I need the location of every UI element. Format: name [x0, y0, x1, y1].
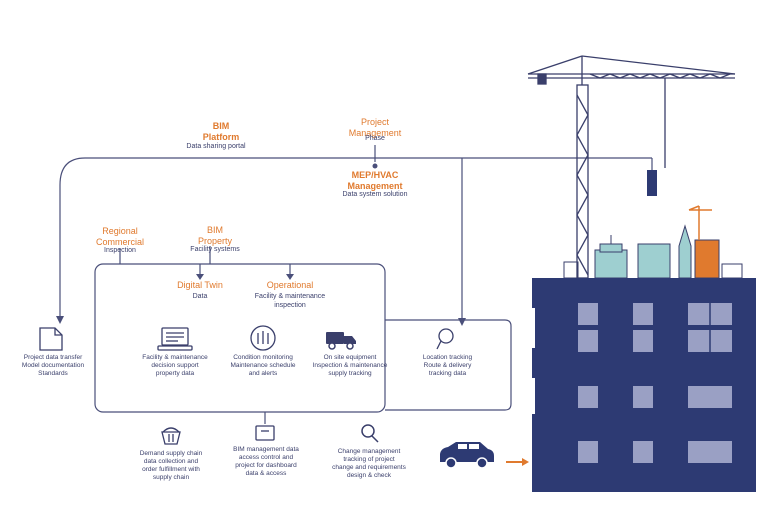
- computer-icon: [157, 327, 193, 351]
- mep-management-title-line1: MEP/HVAC: [351, 170, 399, 180]
- gauge-caption-line: Condition monitoring: [233, 354, 293, 361]
- magnifier-caption-line: tracking of project: [343, 456, 395, 463]
- screen-caption-line: project for dashboard: [235, 462, 297, 469]
- arrow-down-icon: [286, 274, 294, 280]
- pin-caption-line: Location tracking: [422, 354, 473, 361]
- gauge-caption-line: Maintenance schedule: [230, 362, 296, 369]
- city-skyline: [563, 205, 743, 279]
- magnifier-caption-line: design & check: [346, 472, 392, 479]
- crane-hook-block: [647, 170, 657, 196]
- bim-property-title-line1: BIM: [206, 225, 223, 235]
- computer-caption: Facility & maintenance decision support …: [130, 354, 220, 378]
- truck-caption-line: On site equipment: [323, 354, 377, 361]
- gauge-caption-line: and alerts: [248, 370, 278, 377]
- top-connector-line: [59, 157, 652, 318]
- operational-subtitle-line1: Facility & maintenance: [254, 293, 326, 300]
- screen-caption-line: data & access: [245, 470, 287, 477]
- project-management-title-line2: Management: [348, 128, 402, 138]
- screen-caption-line: BIM management data: [233, 446, 299, 453]
- junction-dot: [372, 163, 378, 169]
- project-management-title-line1: Project: [360, 117, 389, 127]
- gauge-caption: Condition monitoring Maintenance schedul…: [218, 354, 308, 378]
- building: [532, 278, 756, 492]
- mep-management-title-line2: Management: [347, 181, 403, 191]
- bim-platform-title: BIM Platform: [176, 121, 266, 143]
- computer-caption-line: Facility & maintenance: [142, 354, 208, 361]
- document-icon: [39, 327, 63, 351]
- bim-platform-subtitle: Data sharing portal: [186, 143, 246, 150]
- digital-twin-subtitle: Data: [192, 293, 208, 300]
- truck-caption: On site equipment Inspection & maintenan…: [300, 354, 400, 378]
- arrow-down-icon: [196, 274, 204, 280]
- regional-commercial-subtitle: Inspection: [104, 247, 136, 254]
- digital-twin-title: Digital Twin: [177, 280, 223, 290]
- document-caption: Project data transfer Model documentatio…: [8, 354, 98, 378]
- bim-platform-title-line2: Platform: [202, 132, 240, 142]
- gauge-icon: [250, 325, 276, 351]
- arrow-down-icon: [458, 318, 466, 326]
- basket-icon: [161, 427, 181, 445]
- car-icon: [440, 442, 494, 469]
- central-frame: [94, 263, 386, 413]
- operational-title: Operational: [266, 280, 314, 290]
- document-caption-line: Project data transfer: [23, 354, 83, 361]
- magnifier-caption-line: Change management: [337, 448, 401, 455]
- basket-caption-line: order fulfillment with: [142, 466, 200, 473]
- regional-commercial-title: Regional Commercial: [75, 226, 165, 248]
- right-frame: [385, 319, 512, 411]
- arrow-right-icon: [506, 458, 529, 466]
- basket-caption-line: supply chain: [152, 474, 190, 481]
- pin-caption: Location tracking Route & delivery track…: [405, 354, 490, 378]
- mep-management-title: MEP/HVAC Management: [325, 170, 425, 192]
- screen-icon: [255, 425, 275, 441]
- bim-property-title-line2: Property: [197, 236, 232, 246]
- basket-caption: Demand supply chain data collection and …: [125, 450, 217, 482]
- regional-commercial-title-line1: Regional: [102, 226, 138, 236]
- operational-subtitle-line2: inspection: [274, 302, 306, 309]
- magnifier-caption: Change management tracking of project ch…: [322, 448, 416, 480]
- basket-caption-line: Demand supply chain: [139, 450, 203, 457]
- pin-caption-line: tracking data: [428, 370, 467, 377]
- arrow-down-icon: [56, 316, 64, 324]
- document-caption-line: Standards: [38, 370, 68, 377]
- location-pin-icon: [436, 328, 454, 350]
- screen-caption: BIM management data access control and p…: [222, 446, 310, 478]
- operational-subtitle: Facility & maintenance inspection: [240, 292, 340, 310]
- regional-commercial-title-line2: Commercial: [95, 237, 144, 247]
- bim-property-subtitle: Facility systems: [190, 246, 240, 253]
- document-caption-line: Model documentation: [21, 362, 85, 369]
- truck-icon: [326, 332, 356, 350]
- basket-caption-line: data collection and: [143, 458, 199, 465]
- project-management-title: Project Management: [330, 117, 420, 139]
- pin-caption-line: Route & delivery: [423, 362, 472, 369]
- truck-caption-line: Inspection & maintenance: [312, 362, 388, 369]
- bim-platform-title-line1: BIM: [212, 121, 230, 131]
- mep-management-subtitle: Data system solution: [342, 191, 408, 198]
- screen-caption-line: access control and: [238, 454, 294, 461]
- truck-caption-line: supply tracking: [328, 370, 372, 377]
- project-management-subtitle: Phase: [365, 135, 385, 142]
- computer-caption-line: property data: [155, 370, 195, 377]
- magnifier-caption-line: change and requirements: [332, 464, 406, 471]
- magnifier-icon: [361, 424, 379, 443]
- bim-property-title: BIM Property: [170, 225, 260, 247]
- connector-lines: [59, 145, 652, 424]
- computer-caption-line: decision support: [151, 362, 199, 369]
